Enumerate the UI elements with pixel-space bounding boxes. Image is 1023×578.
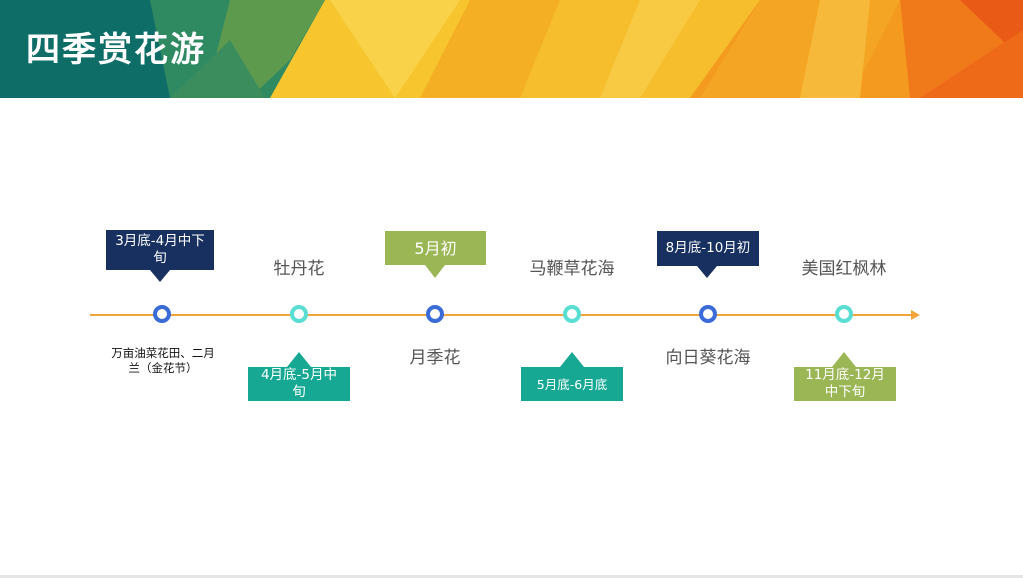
- timeline-marker-4: [563, 305, 581, 323]
- slide-bottom-edge: [0, 575, 1023, 578]
- header-banner: 四季赏花游: [0, 0, 1023, 98]
- timeline-arrow-icon: [911, 310, 920, 320]
- period-callout-6: 11月底-12月中下旬: [794, 367, 896, 401]
- page-title: 四季赏花游: [26, 30, 206, 70]
- period-label-1: 3月底-4月中下旬: [115, 233, 205, 266]
- timeline-marker-5: [699, 305, 717, 323]
- flower-label-1: 万亩油菜花田、二月兰（金花节）: [111, 346, 215, 375]
- period-callout-3: 5月初: [385, 231, 486, 265]
- flower-label-6: 美国红枫林: [801, 259, 887, 279]
- callout-pointer-2: [287, 352, 311, 367]
- callout-pointer-1: [150, 270, 170, 282]
- period-label-3: 5月初: [414, 238, 457, 258]
- timeline-axis: [90, 314, 912, 316]
- period-callout-4: 5月底-6月底: [521, 367, 623, 401]
- callout-pointer-5: [697, 266, 717, 278]
- period-callout-5: 8月底-10月初: [657, 231, 759, 266]
- timeline-marker-2: [290, 305, 308, 323]
- period-callout-2: 4月底-5月中旬: [248, 367, 350, 401]
- period-callout-1: 3月底-4月中下旬: [106, 230, 214, 270]
- callout-pointer-4: [560, 352, 584, 367]
- callout-pointer-3: [425, 265, 445, 278]
- timeline-marker-3: [426, 305, 444, 323]
- flower-label-4: 马鞭草花海: [529, 259, 615, 279]
- timeline-marker-6: [835, 305, 853, 323]
- period-label-4: 5月底-6月底: [536, 376, 608, 392]
- period-label-2: 4月底-5月中旬: [260, 367, 338, 400]
- callout-pointer-6: [832, 352, 856, 367]
- period-label-5: 8月底-10月初: [665, 240, 751, 256]
- timeline-marker-1: [153, 305, 171, 323]
- banner-background: [0, 0, 1023, 98]
- flower-label-3: 月季花: [409, 348, 461, 368]
- flower-label-2: 牡丹花: [273, 259, 325, 279]
- flower-label-5: 向日葵花海: [665, 348, 751, 368]
- period-label-6: 11月底-12月中下旬: [805, 367, 885, 400]
